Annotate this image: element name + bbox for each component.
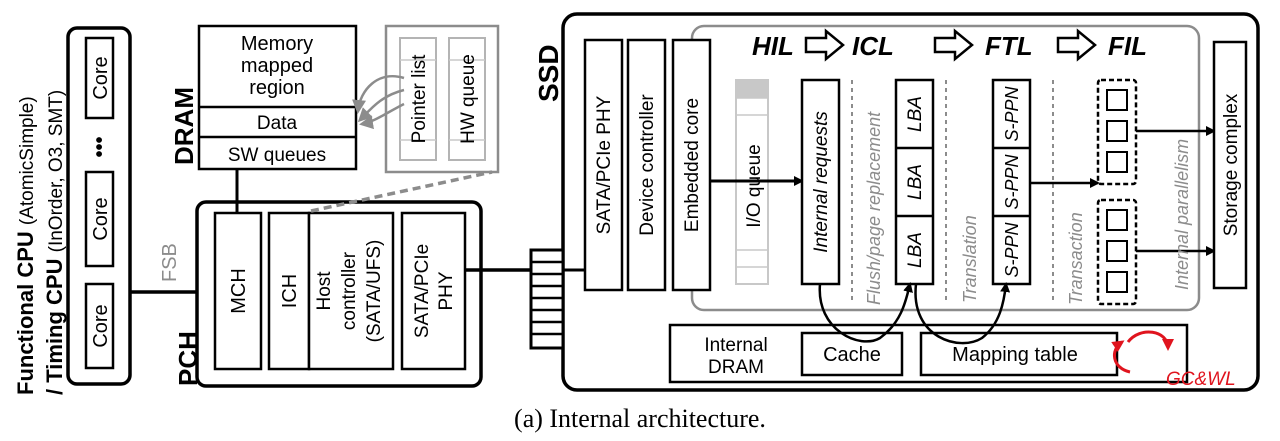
dram-box [197,24,358,171]
layer-arrow-1 [804,28,845,62]
dram-region-line2: mapped [241,55,313,77]
pch-group: PCH MCH ICH Host controller (SATA/UFS) S… [173,200,483,388]
ssd-phy-label: SATA/PCIe PHY [594,95,615,234]
flash-die-group-1 [1096,78,1138,186]
pointer-arrow-1 [352,75,405,114]
pch-phy-box [400,211,467,371]
dram-data-label: Data [257,113,298,134]
core-box-2 [84,170,115,268]
pointer-arrow-3 [359,102,405,130]
core-box-1 [84,36,115,120]
dram-sw-queues-label: SW queues [228,145,326,166]
layer-icl: ICL [852,31,894,61]
layer-hil: HIL [752,31,794,61]
internal-parallelism-label: Internal parallelism [1172,139,1192,290]
core-ellipsis: ••• [89,136,111,157]
requests-cache-lba-arrow [818,282,913,343]
storage-complex-label: Storage complex [1221,93,1242,236]
queue-detail-group: Pointer list HW queue [352,24,500,174]
cpu-timing-label: / Timing CPU (InOrder, O3, SMT) [42,90,67,395]
embedded-core-label: Embedded core [682,98,703,232]
embedded-core-box [671,38,712,292]
transaction-label: Transaction [1066,212,1086,305]
lba-mapping-sppn-arrow [914,282,1011,345]
translation-label: Translation [960,215,980,303]
internal-requests-box [800,78,841,286]
internal-dram-line1: Internal [704,335,767,356]
dram-group: DRAM Memory mapped region Data SW queues [169,24,358,171]
ssd-group: SSD SATA/PCIe PHY Device controller Embe… [529,12,1260,392]
ich-zoom-line [310,170,493,213]
ich-label: ICH [279,274,301,308]
core-box-3 [84,282,115,370]
layer-ftl: FTL [985,31,1033,61]
layer-arrow-3 [1056,28,1097,62]
s-ppn-label-3: S-PPN [1002,221,1022,277]
lba-label-2: LBA [905,164,926,200]
dram-region-line1: Memory [241,33,313,55]
dram-title: DRAM [169,87,199,165]
flash-die-group-2 [1096,198,1138,306]
io-queue-label: I/O queue [744,144,765,227]
internal-dram-line2: DRAM [708,357,764,378]
host-controller-line1: Host [314,271,335,311]
cache-label: Cache [823,344,881,366]
core-label-2: Core [90,197,112,240]
core-label-1: Core [90,56,112,99]
ssd-phy-box [583,38,624,292]
pointer-list-label: Pointer list [409,54,430,143]
s-ppn-label-2: S-PPN [1002,153,1022,209]
ssd-connector-pins [531,260,563,336]
layer-arrow-2 [933,28,974,62]
pch-phy-line1: SATA/PCIe [412,244,433,338]
host-controller-box [307,211,395,371]
core-label-3: Core [90,304,112,347]
mapping-table-label: Mapping table [952,344,1078,366]
device-controller-label: Device controller [637,94,658,236]
gc-wl-label: GC&WL [1166,369,1236,390]
flush-replacement-label: Flush/page replacement [864,111,884,305]
gc-wl-cycle-arrow-2 [1111,340,1131,374]
mapping-table-box [919,331,1119,377]
device-controller-box [626,38,667,292]
dram-region-line3: region [249,77,305,99]
ich-box [267,211,311,371]
storage-complex-box [1212,40,1248,290]
mch-label: MCH [228,268,250,314]
cpu-functional-label: Functional CPU (AtomicSimple) [13,96,38,395]
cpu-group: Functional CPU (AtomicSimple) / Timing C… [13,26,132,395]
host-controller-line2: controller [339,251,360,330]
lba-label-3: LBA [905,232,926,268]
fsb-label: FSB [159,243,181,282]
mch-box [213,211,263,371]
layer-fil: FIL [1108,31,1147,61]
hw-queue-label: HW queue [458,54,479,144]
lba-label-1: LBA [905,96,926,132]
s-ppn-label-1: S-PPN [1002,85,1022,141]
host-controller-line3: (SATA/UFS) [364,240,385,343]
gc-wl-cycle-arrow-1 [1126,330,1174,351]
internal-requests-label: Internal requests [811,111,832,253]
figure-caption: (a) Internal architecture. [514,404,766,433]
pch-phy-line2: PHY [436,271,457,310]
lba-column [894,78,935,286]
ssd-title: SSD [533,44,564,102]
